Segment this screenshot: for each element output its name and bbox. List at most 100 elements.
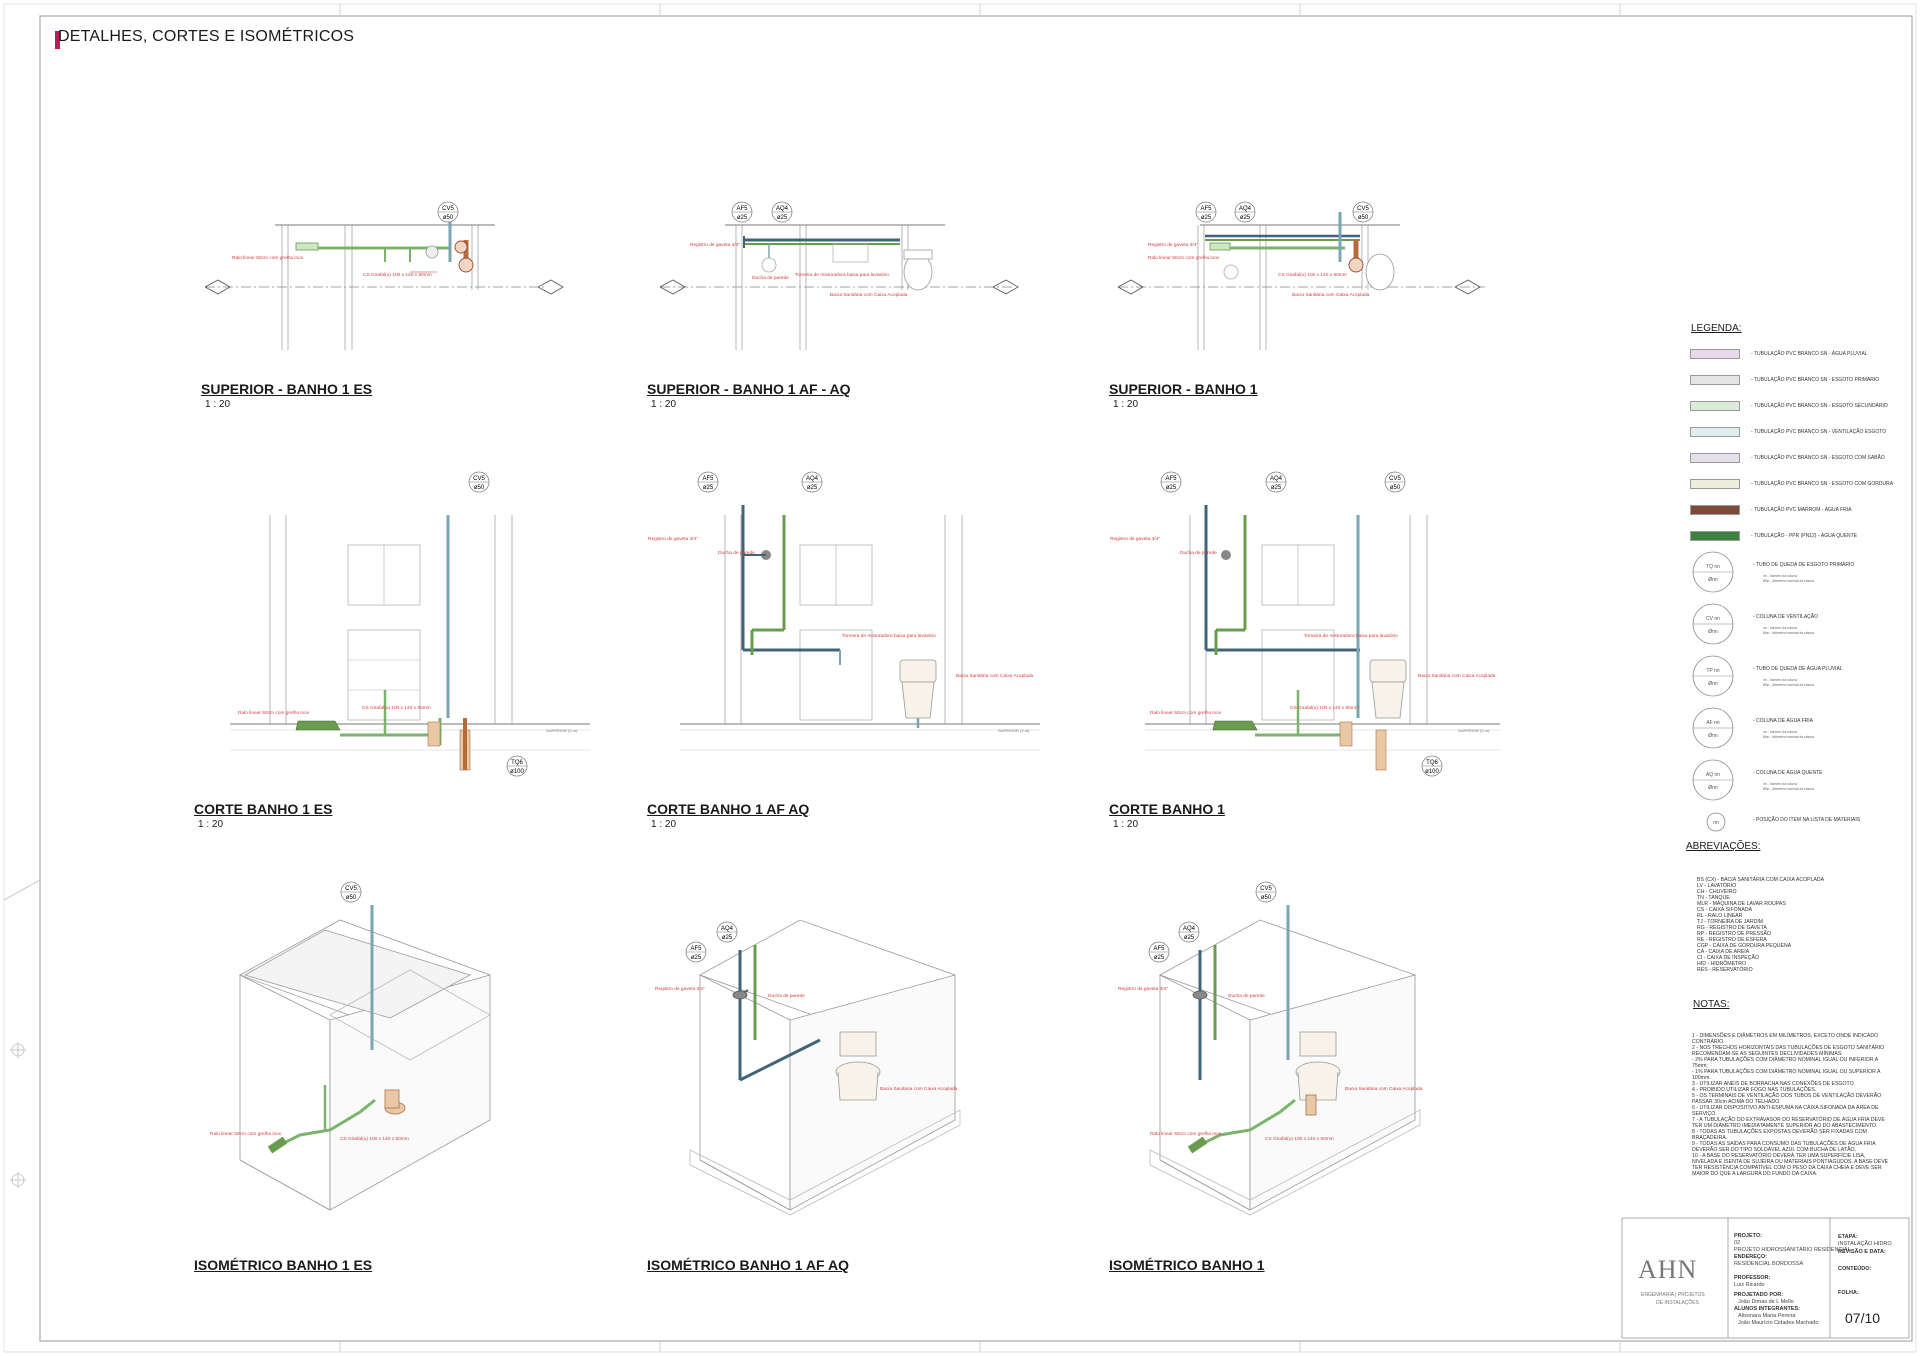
note-cs: CS Girafal(u) 100 x 140 x 50mm — [340, 1136, 409, 1142]
legend-label: - TUBULAÇÃO PVC BRANCO SN - ESGOTO SECUN… — [1751, 403, 1888, 409]
legend-title: LEGENDA: — [1691, 323, 1742, 334]
sheet-border — [39, 15, 1913, 1342]
tb-conteudo-label: CONTEÚDO: — [1838, 1266, 1872, 1272]
tag-top: AQ4 — [1239, 206, 1252, 212]
note-bacia: Bacia Sanitária com Caixa Acoplada — [1345, 1086, 1423, 1092]
view-title-iso-b1: ISOMÉTRICO BANHO 1 — [1109, 1257, 1265, 1273]
legend-circle-text: TQ nn — [1706, 564, 1720, 570]
tag-bottom: ø50 — [1390, 485, 1401, 491]
tag-aq4-iso-afaq: AQ4 ø25 — [716, 921, 738, 943]
frame-ticks — [339, 4, 1621, 1352]
note-item: 1 - DIMENSÕES E DIÂMETROS EM MILÍMETROS,… — [1692, 1033, 1879, 1045]
page-title: DETALHES, CORTES E ISOMÉTRICOS — [58, 28, 355, 45]
abbreviation-item: TN - TANQUE — [1697, 895, 1730, 901]
logo-subtitle: DE INSTALAÇÕES — [1656, 1300, 1699, 1306]
tag-bottom: ø50 — [1261, 895, 1272, 901]
abbreviation-item: CH - CHUVEIRO — [1697, 889, 1737, 895]
note-ralo: Ralo linear 50cm com grelha inox — [1148, 255, 1220, 261]
tb-endereco-value: RESIDENCIAL BORDOSSA — [1734, 1261, 1804, 1267]
tag-bottom: ø50 — [346, 895, 357, 901]
note-torneira: Torneira de misturadora baixa para lavat… — [1304, 633, 1398, 639]
tag-bottom: ø25 — [737, 215, 748, 221]
tag-top: CV5 — [473, 476, 485, 482]
legend-item-position-label: - POSIÇÃO DO ITEM NA LISTA DE MATERIAIS — [1753, 816, 1861, 823]
note-cs: CS Girafal(u) 100 x 140 x 50mm — [363, 272, 432, 278]
legend-circle-text: Ønn — [1708, 577, 1718, 583]
tb-projeto-label: PROJETO: — [1734, 1233, 1763, 1239]
legend-swatch — [1690, 349, 1740, 359]
note-registro: Registro de gaveta 3/4" — [1110, 536, 1160, 542]
view-title-corte-b1: CORTE BANHO 1 — [1109, 801, 1225, 817]
note-item: 4 - PROIBIDO UTILIZAR FOGO NAS TUBULAÇÕE… — [1692, 1087, 1817, 1093]
legend-circle-subnote: Ønn - diâmetro nominal da coluna — [1763, 735, 1814, 739]
tag-cv5-iso-es: CV5 ø50 — [340, 881, 362, 903]
legend-circle-subnote: Ønn - diâmetro nominal da coluna — [1763, 683, 1814, 687]
tag-aq4-corte-b1: AQ4 ø25 — [1265, 471, 1287, 493]
tb-projeto-desc: PROJETO HIDROSSANITÁRIO RESIDENCIAL — [1734, 1247, 1851, 1253]
level-labels: SUPERIOR (3 m) SUPERIOR (3 m) SUPERIOR (… — [546, 728, 1490, 733]
legend-circle-label: - TUBO DE QUEDA DE ÁGUA PLUVIAL — [1753, 665, 1843, 672]
legend-label: - TUBULAÇÃO PVC BRANCO SN - ESGOTO COM G… — [1751, 481, 1894, 487]
tb-professor-value: Luiz Ricardo — [1734, 1282, 1765, 1288]
binding-marks — [3, 879, 41, 1188]
tag-top: CV5 — [1389, 476, 1401, 482]
abbreviation-item: BS (CX) - BACIA SANITÁRIA COM CAIXA ACOP… — [1697, 877, 1825, 883]
view-title-corte-afaq: CORTE BANHO 1 AF AQ — [647, 801, 810, 817]
note-item: 5 - OS TERMINAIS DE VENTILAÇÃO DOS TUBOS… — [1692, 1093, 1882, 1105]
note-ralo: Ralo linear 50cm com grelha inox — [1150, 1131, 1222, 1137]
legend-circle-text: TP nn — [1706, 668, 1719, 674]
level-label: SUPERIOR (3 m) — [998, 728, 1030, 733]
legend-item-position-circle — [1706, 812, 1726, 832]
tag-af5-plan-b1: AF5 ø25 — [1195, 201, 1217, 223]
legend-symbols: TQ nn Ønn - TUBO DE QUEDA DE ESGOTO PRIMÁR… — [1692, 551, 1861, 832]
tb-projeto-value: 02 — [1734, 1240, 1741, 1246]
tag-bottom: ø100 — [510, 769, 524, 775]
tag-bottom: ø100 — [1425, 769, 1439, 775]
legend-circle-subnote: nn - número da coluna — [1763, 782, 1797, 786]
abbreviation-item: RP - REGISTRO DE PRESSÃO — [1697, 931, 1771, 937]
view-scale: 1 : 20 — [1113, 399, 1139, 410]
tag-top: AF5 — [1200, 206, 1212, 212]
tag-aq4-plan-afaq: AQ4 ø25 — [771, 201, 793, 223]
abbreviation-item: MLR - MÁQUINA DE LAVAR ROUPAS — [1697, 901, 1786, 907]
tag-top: AQ4 — [806, 476, 819, 482]
sheet-number: 07/10 — [1845, 1310, 1881, 1326]
note-torneira: Torneira de misturadora baixa para lavat… — [842, 633, 936, 639]
abbreviation-item: HID - HIDRÔMETRO — [1697, 961, 1746, 967]
note-item: 7 - A TUBULAÇÃO DO EXTRAVASOR DO RESERVA… — [1692, 1117, 1885, 1129]
abbreviation-item: CS - CAIXA SIFONADA — [1697, 907, 1753, 913]
tag-top: AQ4 — [776, 206, 789, 212]
note-registro: Registro de gaveta 3/4" — [690, 242, 740, 248]
legend-item-position-text: nn — [1713, 820, 1719, 826]
abbreviations-title: ABREVIAÇÕES: — [1686, 841, 1761, 852]
tag-top: AF5 — [690, 946, 702, 952]
tag-aq4-iso-b1: AQ4 ø25 — [1178, 921, 1200, 943]
tag-tq6-corte-es: TQ6 ø100 — [506, 755, 528, 777]
note-ducha: Ducha de parede — [752, 275, 789, 281]
note-ralo: Ralo linear 50cm com grelha inox — [238, 710, 310, 716]
tag-top: AQ4 — [1183, 926, 1196, 932]
notes-title: NOTAS: — [1693, 999, 1730, 1010]
tag-top: AF5 — [1165, 476, 1177, 482]
tb-revisao-label: REVISÃO E DATA: — [1838, 1249, 1886, 1255]
note-ducha: Ducha de parede — [718, 550, 755, 556]
tag-top: CV5 — [442, 206, 454, 212]
section-corte-banho-1-af-aq — [680, 505, 1040, 751]
legend-circle-subnote: nn - número da coluna — [1763, 730, 1797, 734]
tag-bottom: ø25 — [1154, 955, 1165, 961]
tag-af5-corte-afaq: AF5 ø25 — [697, 471, 719, 493]
tag-af5-iso-b1: AF5 ø25 — [1148, 941, 1170, 963]
note-bacia: Bacia Sanitária com Caixa Acoplada — [880, 1086, 958, 1092]
section-corte-banho-1 — [1145, 505, 1500, 771]
note-cs: CS Girafal(u) 100 x 140 x 50mm — [1265, 1136, 1334, 1142]
tb-alunos-2: João Maurício Cidades Machado — [1738, 1320, 1819, 1326]
isometric-banho-1-af-aq — [689, 919, 961, 1216]
tb-etapa-label: ETAPA: — [1838, 1234, 1858, 1240]
tag-top: AF5 — [736, 206, 748, 212]
notes-list: 1 - DIMENSÕES E DIÂMETROS EM MILÍMETROS,… — [1692, 1033, 1892, 1177]
legend-circle-subnote: nn - número da coluna — [1763, 626, 1797, 630]
legend-circle-label: - TUBO DE QUEDA DE ESGOTO PRIMÁRIO — [1753, 561, 1854, 568]
tag-af5-plan-afaq: AF5 ø25 — [731, 201, 753, 223]
tb-etapa-value: INSTALAÇÃO HIDRO — [1838, 1241, 1892, 1247]
